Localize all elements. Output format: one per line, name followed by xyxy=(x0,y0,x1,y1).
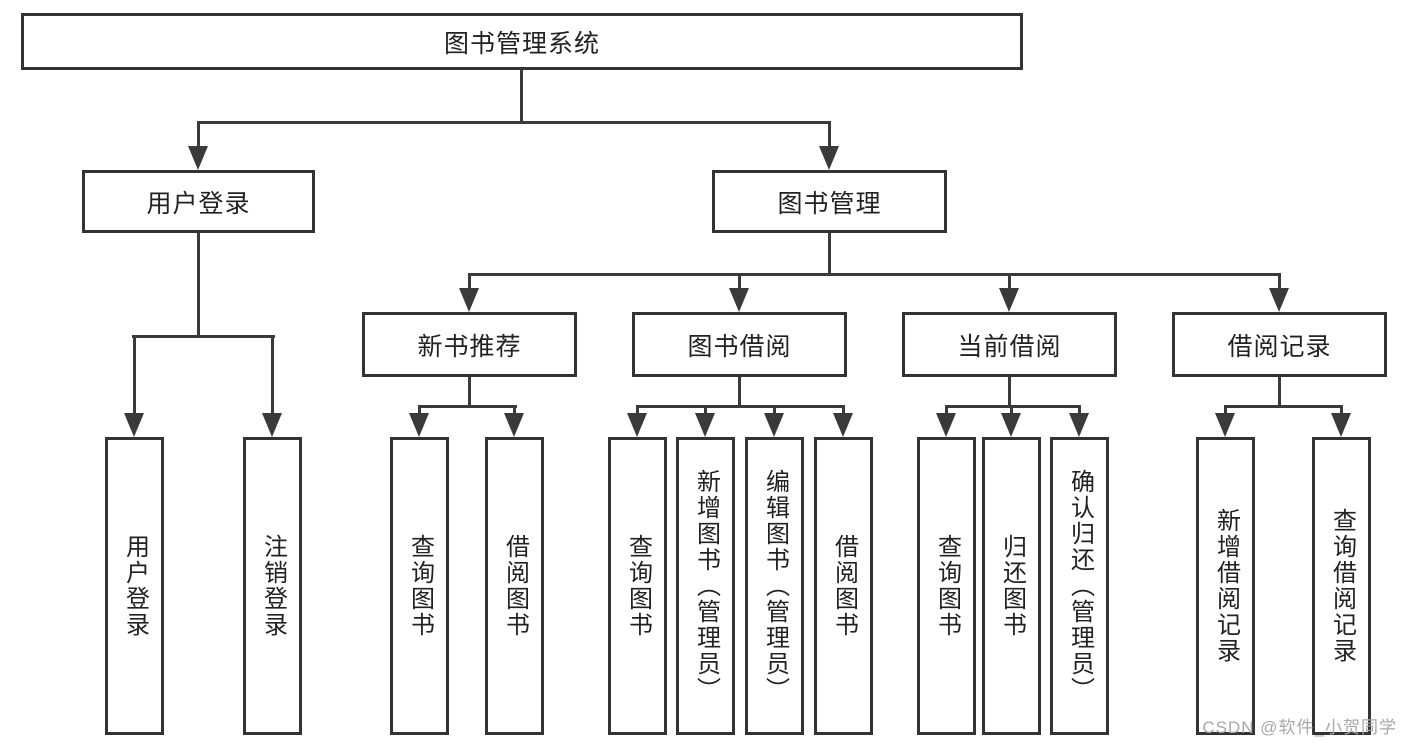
leaf-label: 注销登录 xyxy=(259,534,287,638)
leaf-query-books-recommend: 查询图书 xyxy=(390,437,449,735)
node-current-borrow-label: 当前借阅 xyxy=(957,332,1062,361)
node-root: 图书管理系统 xyxy=(21,13,1023,70)
leaf-label: 借阅图书 xyxy=(501,534,529,638)
connector-line xyxy=(468,377,471,408)
connector-line xyxy=(1008,377,1011,408)
connector-line xyxy=(738,377,741,408)
leaf-query-books-current: 查询图书 xyxy=(917,437,976,735)
node-book-management-label: 图书管理 xyxy=(777,189,882,218)
leaf-borrow-books-recommend: 借阅图书 xyxy=(485,437,544,735)
leaf-label: 用户登录 xyxy=(121,534,149,638)
connector-line xyxy=(1078,405,1081,417)
arrow-down-icon xyxy=(504,413,524,437)
arrow-down-icon xyxy=(1269,288,1289,312)
node-book-borrow-label: 图书借阅 xyxy=(687,332,792,361)
arrow-down-icon xyxy=(999,288,1019,312)
connector-line xyxy=(197,233,200,337)
connector-line xyxy=(1010,405,1013,417)
arrow-down-icon xyxy=(627,413,647,437)
leaf-label: 归还图书 xyxy=(998,534,1026,638)
connector-line xyxy=(1224,405,1227,417)
arrow-down-icon xyxy=(188,146,208,170)
connector-line xyxy=(1224,405,1343,408)
arrow-down-icon xyxy=(262,413,282,437)
arrow-down-icon xyxy=(1331,413,1351,437)
node-new-book-recommend: 新书推荐 xyxy=(362,312,577,377)
arrow-down-icon xyxy=(819,146,839,170)
arrow-down-icon xyxy=(764,413,784,437)
csdn-watermark: CSDN @软件_小贺同学 xyxy=(1202,718,1397,737)
connector-line xyxy=(1340,405,1343,417)
arrow-down-icon xyxy=(1069,413,1089,437)
arrow-down-icon xyxy=(124,413,144,437)
leaf-label: 查询图书 xyxy=(624,534,652,638)
connector-line xyxy=(945,405,1081,408)
arrow-down-icon xyxy=(409,413,429,437)
leaf-user-login: 用户登录 xyxy=(105,437,164,735)
node-current-borrow: 当前借阅 xyxy=(902,312,1117,377)
connector-line xyxy=(132,335,275,338)
leaf-add-books-admin: 新增图书（管理员） xyxy=(676,437,735,735)
connector-line xyxy=(520,70,523,123)
connector-line xyxy=(468,273,1281,276)
connector-line xyxy=(271,335,274,415)
leaf-confirm-return-admin: 确认归还（管理员） xyxy=(1050,437,1109,735)
connector-line xyxy=(773,405,776,417)
arrow-down-icon xyxy=(695,413,715,437)
leaf-label: 确认归还（管理员） xyxy=(1066,469,1094,703)
node-user-login-label: 用户登录 xyxy=(146,189,251,218)
node-borrow-records-label: 借阅记录 xyxy=(1227,332,1332,361)
leaf-label: 编辑图书（管理员） xyxy=(761,469,789,703)
leaf-edit-books-admin: 编辑图书（管理员） xyxy=(745,437,804,735)
connector-line xyxy=(418,405,517,408)
connector-line xyxy=(636,405,845,408)
arrow-down-icon xyxy=(459,288,479,312)
arrow-down-icon xyxy=(1001,413,1021,437)
connector-line xyxy=(1008,273,1011,291)
node-root-label: 图书管理系统 xyxy=(443,29,600,58)
connector-line xyxy=(636,405,639,417)
arrow-down-icon xyxy=(729,288,749,312)
node-book-borrow: 图书借阅 xyxy=(632,312,847,377)
connector-line xyxy=(197,121,831,124)
leaf-label: 查询图书 xyxy=(933,534,961,638)
leaf-label: 新增借阅记录 xyxy=(1212,508,1240,664)
arrow-down-icon xyxy=(833,413,853,437)
node-borrow-records: 借阅记录 xyxy=(1172,312,1387,377)
leaf-add-borrow-record: 新增借阅记录 xyxy=(1196,437,1255,735)
arrow-down-icon xyxy=(936,413,956,437)
leaf-return-books: 归还图书 xyxy=(982,437,1041,735)
leaf-borrow-books: 借阅图书 xyxy=(814,437,873,735)
connector-line xyxy=(133,335,136,415)
connector-line xyxy=(945,405,948,417)
connector-line xyxy=(1278,273,1281,291)
leaf-logout: 注销登录 xyxy=(243,437,302,735)
connector-line xyxy=(738,273,741,291)
leaf-label: 新增图书（管理员） xyxy=(692,469,720,703)
connector-line xyxy=(1278,377,1281,408)
leaf-query-books-borrow: 查询图书 xyxy=(608,437,667,735)
connector-line xyxy=(418,405,421,417)
connector-line xyxy=(828,121,831,150)
node-book-management: 图书管理 xyxy=(712,170,947,233)
connector-line xyxy=(842,405,845,417)
connector-line xyxy=(828,233,831,276)
connector-line xyxy=(197,121,200,150)
node-new-book-recommend-label: 新书推荐 xyxy=(417,332,522,361)
leaf-query-borrow-record: 查询借阅记录 xyxy=(1312,437,1371,735)
connector-line xyxy=(704,405,707,417)
node-user-login: 用户登录 xyxy=(82,170,315,233)
connector-line xyxy=(513,405,516,417)
leaf-label: 借阅图书 xyxy=(830,534,858,638)
leaf-label: 查询借阅记录 xyxy=(1328,508,1356,664)
arrow-down-icon xyxy=(1215,413,1235,437)
leaf-label: 查询图书 xyxy=(406,534,434,638)
connector-line xyxy=(468,273,471,291)
